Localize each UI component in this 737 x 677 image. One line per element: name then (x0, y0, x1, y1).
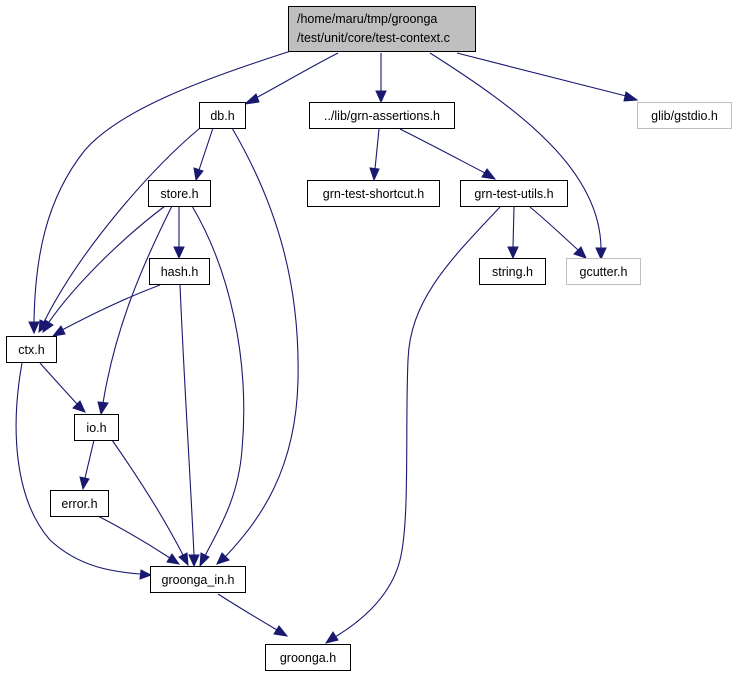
root-node-label-line2: /test/unit/core/test-context.c (297, 31, 450, 45)
edge-io-h-to-groonga-in-h (111, 439, 189, 567)
node-grn-assertions-h[interactable]: ../lib/grn-assertions.h (309, 102, 455, 129)
node-ctx-h-label: ctx.h (18, 343, 44, 357)
root-node-label-line1: /home/maru/tmp/groonga (297, 12, 437, 26)
node-io-h-label: io.h (86, 421, 106, 435)
edge-root-to-grn-assertions-h (375, 53, 387, 104)
dependency-nodes: /home/maru/tmp/groonga /test/unit/core/t… (6, 6, 732, 671)
edge-ctx-h-to-groonga-in-h (15, 362, 153, 580)
node-store-h-label: store.h (160, 187, 198, 201)
node-ctx-h[interactable]: ctx.h (6, 336, 57, 363)
edge-grn-assertions-h-to-grn-test-utils-h (399, 128, 497, 180)
node-error-h[interactable]: error.h (50, 490, 109, 517)
node-gcutter-h[interactable]: gcutter.h (566, 258, 641, 285)
node-gcutter-h-label: gcutter.h (580, 265, 628, 279)
node-groonga-in-h[interactable]: groonga_in.h (150, 566, 246, 593)
node-grn-test-utils-h[interactable]: grn-test-utils.h (460, 180, 568, 207)
edge-hash-h-to-groonga-in-h (179, 284, 200, 568)
node-hash-h-label: hash.h (161, 265, 199, 279)
edge-db-h-to-groonga-in-h (216, 127, 299, 565)
node-groonga-h[interactable]: groonga.h (265, 644, 351, 671)
edge-error-h-to-groonga-in-h (97, 515, 181, 565)
edge-root-to-db-h (243, 52, 339, 105)
node-db-h-label: db.h (210, 109, 234, 123)
dependency-edges (15, 49, 639, 644)
node-error-h-label: error.h (61, 497, 97, 511)
edge-grn-assertions-h-to-grn-test-shortcut-h (369, 128, 380, 182)
node-grn-assertions-h-label: ../lib/grn-assertions.h (324, 109, 440, 123)
edge-grn-test-utils-h-to-string-h (507, 206, 519, 260)
node-grn-test-shortcut-h-label: grn-test-shortcut.h (323, 187, 424, 201)
edge-groonga-in-h-to-groonga-h (217, 593, 289, 637)
node-string-h[interactable]: string.h (479, 258, 546, 285)
node-io-h[interactable]: io.h (74, 414, 119, 441)
node-grn-test-shortcut-h[interactable]: grn-test-shortcut.h (307, 180, 440, 207)
node-groonga-in-h-label: groonga_in.h (162, 573, 235, 587)
edge-store-h-to-hash-h (173, 206, 185, 260)
edge-root-to-gcutter-h (429, 52, 607, 261)
edge-store-h-to-io-h (97, 205, 173, 416)
node-glib-gstdio-h-label: glib/gstdio.h (651, 109, 718, 123)
node-store-h[interactable]: store.h (148, 180, 211, 207)
node-groonga-h-label: groonga.h (280, 651, 336, 665)
node-string-h-label: string.h (492, 265, 533, 279)
edge-ctx-h-to-io-h (39, 362, 86, 413)
edge-root-to-glib-gstdio-h (456, 52, 639, 102)
edge-db-h-to-store-h (193, 127, 214, 182)
node-hash-h[interactable]: hash.h (149, 258, 210, 285)
edge-grn-test-utils-h-to-gcutter-h (529, 206, 587, 259)
edge-grn-test-utils-h-to-groonga-h (324, 206, 501, 644)
edge-store-h-to-groonga-in-h (191, 205, 245, 568)
node-db-h[interactable]: db.h (199, 102, 246, 129)
node-glib-gstdio-h[interactable]: glib/gstdio.h (637, 102, 732, 129)
edge-io-h-to-error-h (79, 439, 95, 491)
edge-hash-h-to-ctx-h (51, 284, 161, 337)
edge-store-h-to-ctx-h (42, 205, 166, 334)
edge-root-to-ctx-h-direct (28, 49, 295, 335)
node-grn-test-utils-h-label: grn-test-utils.h (474, 187, 553, 201)
root-node-test-context-c[interactable]: /home/maru/tmp/groonga /test/unit/core/t… (288, 6, 476, 52)
